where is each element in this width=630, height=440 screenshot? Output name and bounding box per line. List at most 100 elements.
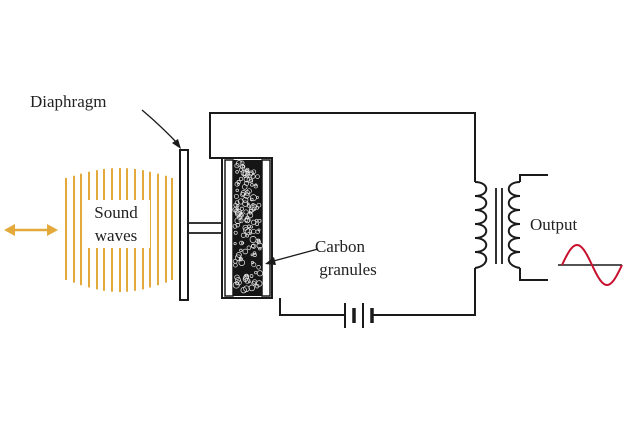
sound-label-backdrop — [82, 200, 150, 248]
carbon-granule — [246, 177, 253, 184]
carbon-granule — [234, 254, 242, 261]
carbon-granule — [243, 176, 250, 183]
carbon-granule — [258, 247, 262, 251]
carbon-granule — [257, 228, 261, 232]
carbon-granule — [255, 222, 259, 227]
carbon-granule — [239, 176, 244, 181]
carbon-granule — [248, 284, 256, 292]
carbon-granule — [235, 222, 240, 228]
carbon-granule — [243, 209, 249, 215]
carbon-granule — [243, 192, 250, 199]
carbon-granule — [234, 274, 240, 280]
carbon-granule — [249, 274, 254, 278]
carbon-granule — [240, 286, 247, 294]
carbon-granule — [238, 167, 244, 172]
carbon-granule — [251, 169, 257, 174]
carbon-label-line1: Carbon — [315, 237, 366, 256]
carbon-granule — [257, 238, 261, 243]
carbon-granule — [255, 284, 260, 289]
carbon-granule — [238, 218, 244, 224]
carbon-pointer-arrow — [265, 248, 319, 265]
carbon-granule — [251, 280, 257, 286]
carbon-granule — [250, 183, 254, 187]
carbon-granule — [250, 261, 255, 265]
carbon-granule — [250, 244, 255, 249]
sound-label-line2: waves — [95, 226, 137, 245]
carbon-granule — [235, 170, 239, 174]
carbon-granule — [255, 174, 260, 179]
carbon-button — [221, 157, 273, 299]
carbon-granule — [250, 174, 256, 179]
carbon-granule — [233, 262, 238, 268]
carbon-granule — [238, 259, 246, 266]
carbon-granule — [250, 253, 254, 257]
carbon-granule — [243, 226, 250, 234]
battery — [344, 303, 374, 328]
carbon-granule — [249, 236, 257, 243]
carbon-granules — [232, 160, 263, 294]
carbon-granule — [247, 280, 251, 284]
carbon-granule — [244, 273, 249, 278]
carbon-granule — [233, 241, 237, 246]
carbon-granule — [242, 248, 249, 255]
carbon-granule — [244, 228, 252, 236]
carbon-granule — [242, 169, 250, 177]
carbon-granule — [242, 200, 249, 207]
carbon-granule — [244, 190, 251, 196]
carbon-granule — [234, 163, 240, 169]
carbon-granule — [242, 276, 249, 282]
carbon-granule — [253, 184, 258, 189]
output-sine-wave-icon — [558, 243, 623, 287]
carbon-granule — [236, 252, 242, 258]
carbon-granule — [240, 232, 246, 238]
carbon-granule — [239, 206, 244, 211]
carbon-granule — [248, 206, 255, 213]
transformer — [474, 181, 521, 269]
carbon-granule — [236, 204, 240, 208]
carbon-granule — [251, 203, 255, 207]
carbon-granule — [236, 279, 242, 286]
carbon-granule — [255, 205, 260, 210]
diaphragm-label: Diaphragm — [30, 92, 106, 111]
carbon-granule — [239, 160, 245, 166]
carbon-granule — [235, 188, 239, 193]
carbon-granule — [255, 218, 259, 222]
carbon-granule — [248, 209, 253, 214]
carbon-granule — [239, 240, 244, 246]
carbon-granule — [235, 277, 241, 283]
carbon-granule — [252, 251, 257, 255]
diaphragm-plate — [179, 149, 189, 301]
carbon-granule — [234, 217, 242, 225]
carbon-granule — [249, 225, 254, 229]
carbon-granule — [242, 171, 250, 179]
carbon-granule — [244, 218, 250, 224]
carbon-granule — [256, 240, 262, 245]
carbon-granule — [256, 270, 263, 277]
double-arrow-icon — [4, 224, 58, 236]
carbon-granule — [236, 180, 241, 185]
primary-coil — [474, 181, 488, 269]
carbon-granule — [246, 188, 252, 194]
carbon-granule — [240, 192, 246, 198]
carbon-label-line2: granules — [319, 260, 377, 279]
carbon-granule — [244, 180, 250, 186]
carbon-granule — [255, 195, 259, 199]
carbon-granule — [232, 223, 238, 229]
carbon-granule — [250, 219, 257, 225]
output-label: Output — [530, 215, 578, 234]
carbon-granule — [242, 196, 249, 204]
circuit-wires — [209, 112, 476, 316]
diaphragm-pointer-arrow — [141, 109, 181, 149]
carbon-granule — [233, 230, 238, 235]
secondary-coil — [507, 181, 521, 269]
carbon-granule — [235, 160, 243, 167]
carbon-granule — [239, 248, 243, 253]
connecting-rod — [188, 222, 225, 234]
carbon-granule — [257, 219, 262, 223]
carbon-granule — [256, 265, 261, 270]
carbon-granule — [256, 242, 263, 249]
carbon-granule — [235, 207, 239, 211]
carbon-granule — [243, 285, 250, 292]
